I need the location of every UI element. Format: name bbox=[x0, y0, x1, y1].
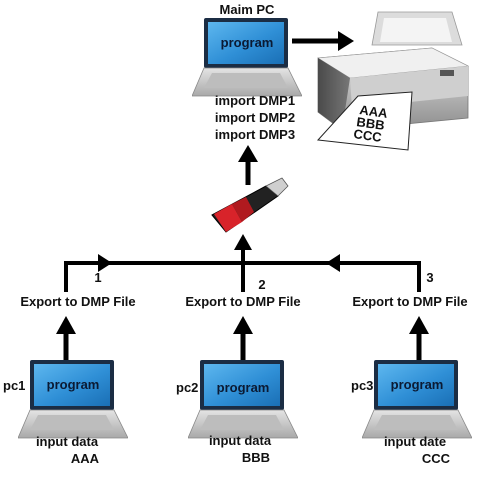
export-label: Export to DMP File bbox=[352, 294, 467, 309]
screen-label: program bbox=[391, 377, 444, 392]
printer-paper-line-1: AAA bbox=[359, 102, 390, 121]
printer-icon: AAA BBB CCC bbox=[316, 11, 470, 151]
laptop-icon bbox=[192, 18, 302, 97]
input-line-1: input date bbox=[384, 434, 446, 449]
import-line-1: import DMP1 bbox=[215, 93, 295, 108]
step-number: 3 bbox=[426, 270, 433, 285]
laptop-icon bbox=[362, 360, 472, 439]
station-pc3: 3 Export to DMP File pc3 program input d… bbox=[351, 270, 472, 466]
pc-label: pc3 bbox=[351, 378, 373, 393]
station-pc2: 2 Export to DMP File pc2 program input d… bbox=[176, 277, 301, 465]
export-label: Export to DMP File bbox=[20, 294, 135, 309]
input-line-2: AAA bbox=[71, 451, 100, 466]
import-line-2: import DMP2 bbox=[215, 110, 295, 125]
arrow-usb-to-main-pc bbox=[238, 145, 258, 185]
station-pc1: 1 Export to DMP File pc1 program input d… bbox=[3, 270, 136, 466]
laptop-icon bbox=[18, 360, 128, 439]
main-pc-screen-label: program bbox=[221, 35, 274, 50]
step-number: 1 bbox=[94, 270, 101, 285]
screen-label: program bbox=[217, 380, 270, 395]
import-line-3: import DMP3 bbox=[215, 127, 295, 142]
collection-lines bbox=[64, 234, 421, 292]
usb-flash-drive-icon bbox=[211, 177, 289, 233]
main-pc: Maim PC program import DMP1 import DMP2 … bbox=[192, 2, 302, 142]
input-line-2: BBB bbox=[242, 450, 270, 465]
input-line-1: input data bbox=[36, 434, 99, 449]
input-line-2: CCC bbox=[422, 451, 451, 466]
main-pc-title: Maim PC bbox=[220, 2, 276, 17]
arrow-to-printer bbox=[292, 31, 354, 51]
printer-paper-line-2: BBB bbox=[356, 114, 386, 133]
printer-paper-line-3: CCC bbox=[353, 126, 384, 145]
pc-label: pc1 bbox=[3, 378, 25, 393]
pc-label: pc2 bbox=[176, 380, 198, 395]
screen-label: program bbox=[47, 377, 100, 392]
export-label: Export to DMP File bbox=[185, 294, 300, 309]
step-number: 2 bbox=[258, 277, 265, 292]
input-line-1: input data bbox=[209, 433, 272, 448]
laptop-icon bbox=[188, 360, 298, 439]
